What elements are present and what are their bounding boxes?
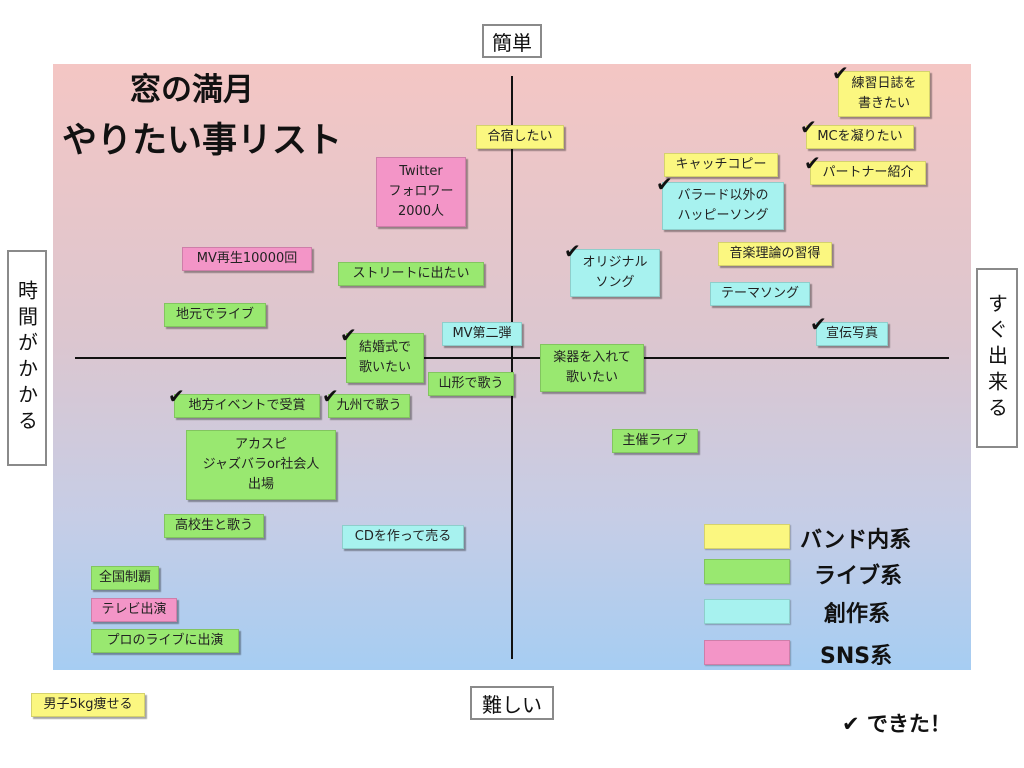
horizontal-axis — [75, 357, 949, 359]
checkmark-icon: ✔ — [804, 151, 821, 175]
note-cd: CDを作って売る — [342, 525, 464, 549]
note-gasshuku: 合宿したい — [476, 125, 564, 149]
checkmark-icon: ✔ — [322, 384, 339, 408]
note-mvplay: MV再生10000回 — [182, 247, 312, 271]
legend-label-band: バンド内系 — [800, 528, 912, 553]
legend-swatch-live — [704, 559, 790, 584]
note-kekkon: 結婚式で 歌いたい — [346, 333, 424, 383]
axis-label-right: すぐ出来る — [976, 268, 1018, 448]
title-line-1: 窓の満月 — [130, 72, 254, 108]
note-riron: 音楽理論の習得 — [718, 242, 832, 266]
legend-swatch-band — [704, 524, 790, 549]
note-zenkoku: 全国制覇 — [91, 566, 159, 590]
legend-swatch-sns — [704, 640, 790, 665]
note-street: ストリートに出たい — [338, 262, 484, 286]
axis-label-left: 時間がかかる — [7, 250, 47, 466]
note-shusai: 主催ライブ — [612, 429, 698, 453]
note-gakki: 楽器を入れて 歌いたい — [540, 344, 644, 392]
note-mv2: MV第二弾 — [442, 322, 522, 346]
title-line-2: やりたい事リスト — [62, 121, 343, 161]
vertical-axis — [511, 76, 513, 659]
note-koukou: 高校生と歌う — [164, 514, 264, 538]
note-senden: 宣伝写真 — [816, 322, 888, 346]
checkmark-icon: ✔ — [656, 172, 673, 196]
note-twitter: Twitter フォロワー 2000人 — [376, 157, 466, 227]
axis-label-bottom: 難しい — [470, 686, 554, 720]
note-mc: MCを凝りたい — [806, 125, 914, 149]
note-danshi: 男子5kg痩せる — [31, 693, 145, 717]
legend-label-live: ライブ系 — [814, 564, 903, 589]
checkmark-icon: ✔ — [340, 323, 357, 347]
note-catch: キャッチコピー — [664, 153, 778, 177]
note-yamagata: 山形で歌う — [428, 372, 514, 396]
axis-label-top: 簡単 — [482, 24, 542, 58]
note-pro: プロのライブに出演 — [91, 629, 239, 653]
checkmark-icon: ✔ — [168, 384, 185, 408]
note-renshu: 練習日誌を 書きたい — [838, 71, 930, 117]
note-acaspi: アカスピ ジャズバラor社会人 出場 — [186, 430, 336, 500]
checkmark-icon: ✔ — [810, 312, 827, 336]
note-theme: テーマソング — [710, 282, 810, 306]
legend-swatch-create — [704, 599, 790, 624]
done-legend: ✔ できた！ — [842, 712, 951, 736]
legend-label-create: 創作系 — [824, 602, 891, 627]
note-ballad: バラード以外の ハッピーソング — [662, 182, 784, 230]
note-kyushu: 九州で歌う — [328, 394, 410, 418]
note-original: オリジナル ソング — [570, 249, 660, 297]
note-partner: パートナー紹介 — [810, 161, 926, 185]
note-chiho: 地方イベントで受賞 — [174, 394, 320, 418]
checkmark-icon: ✔ — [832, 61, 849, 85]
note-jimoto: 地元でライブ — [164, 303, 266, 327]
checkmark-icon: ✔ — [800, 115, 817, 139]
legend-label-sns: SNS系 — [820, 644, 893, 669]
checkmark-icon: ✔ — [564, 239, 581, 263]
note-tv: テレビ出演 — [91, 598, 177, 622]
